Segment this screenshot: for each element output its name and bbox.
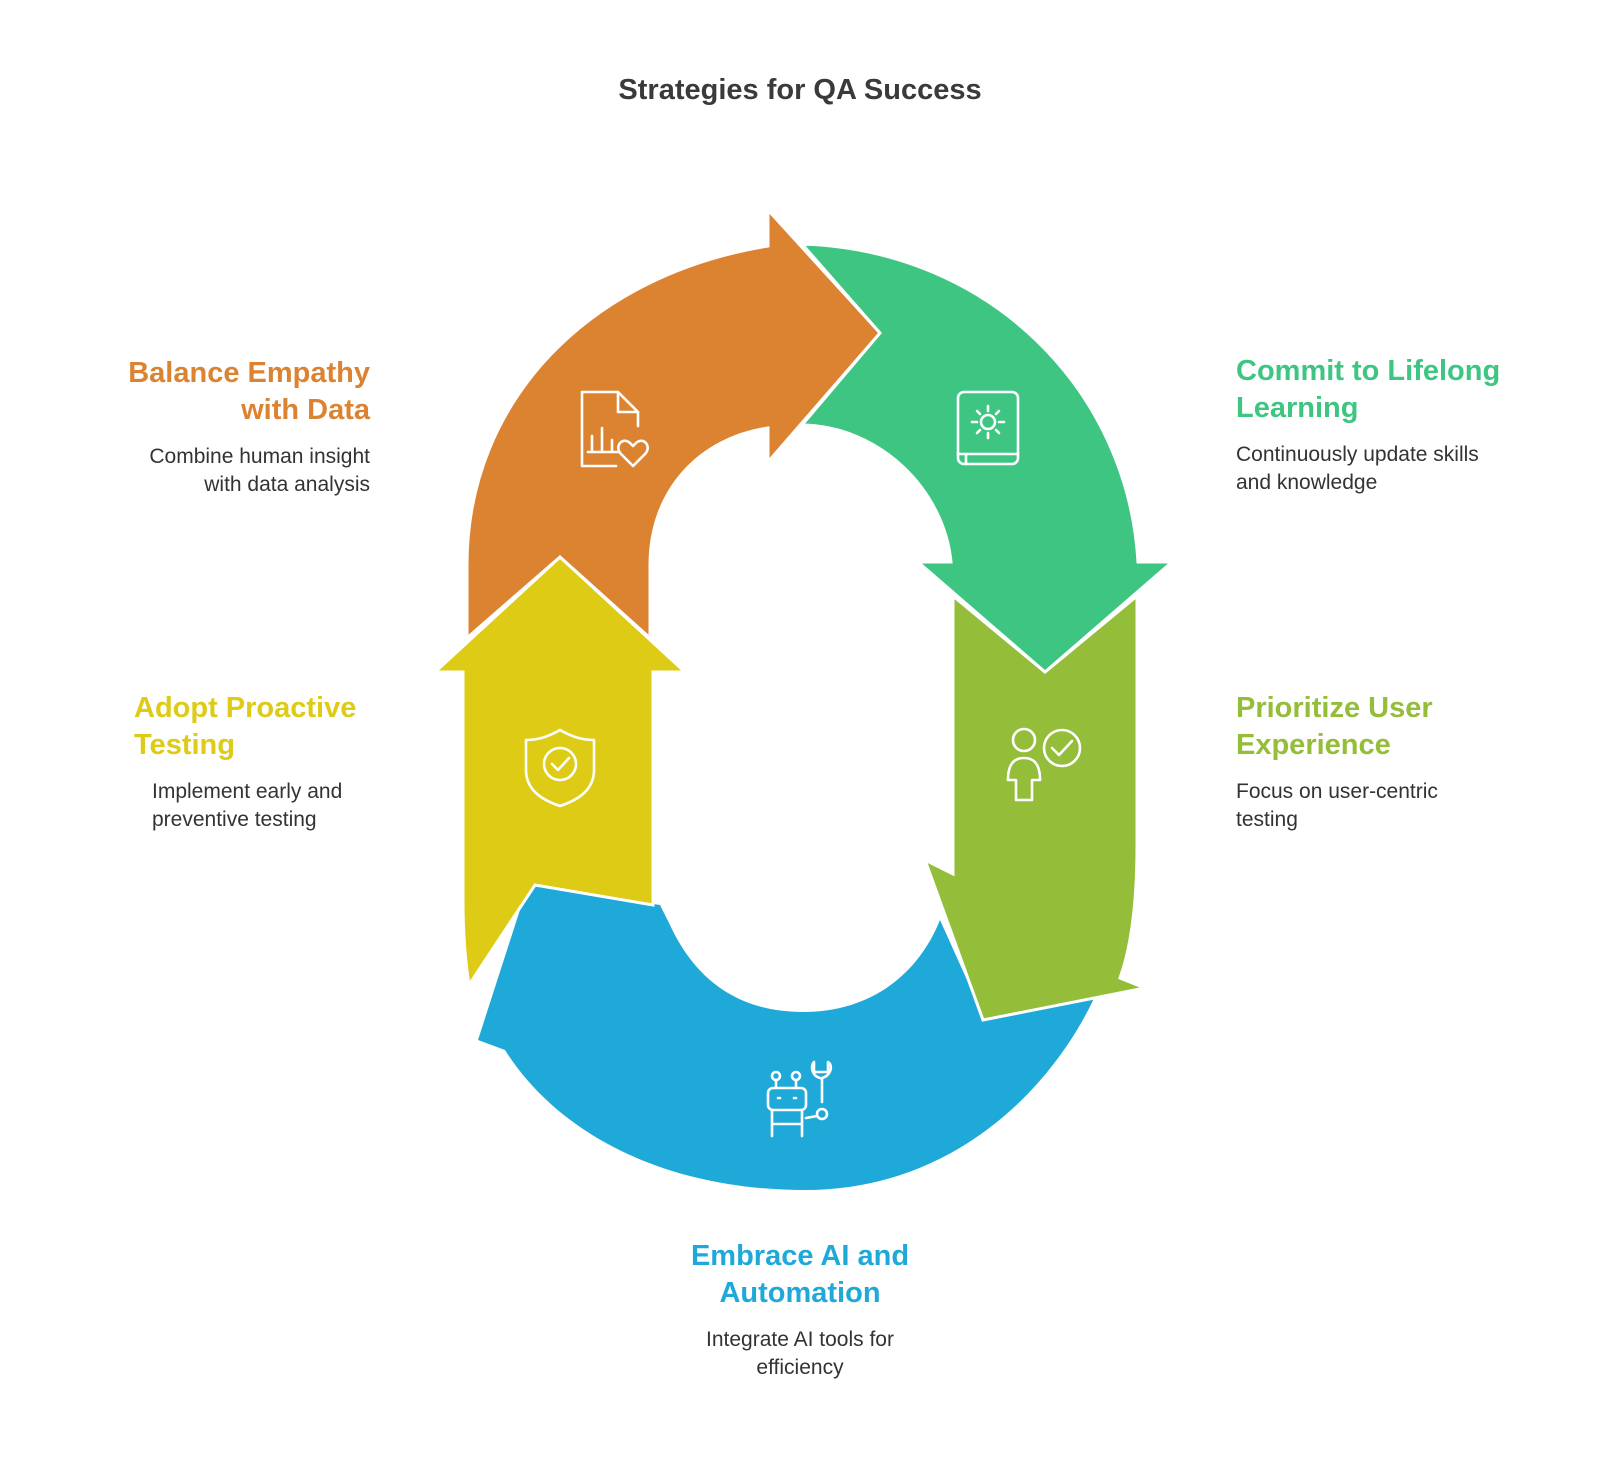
step-balance: Balance Empathy with Data Combine human … — [70, 355, 370, 499]
arrow-segment-ai — [478, 885, 1100, 1190]
step-lifelong: Commit to Lifelong Learning Continuously… — [1236, 353, 1576, 497]
step-lifelong-heading-line-1: Commit to Lifelong — [1236, 355, 1501, 387]
step-ai: Embrace AI and Automation Integrate AI t… — [640, 1238, 960, 1382]
step-proactive-heading-line-2: Testing — [134, 729, 235, 761]
step-proactive-heading-line-1: Adopt Proactive — [134, 692, 357, 724]
page-title: Strategies for QA Success — [618, 74, 982, 106]
shield-check-icon — [524, 728, 596, 808]
arrow-segment-proactive — [431, 554, 689, 990]
arrow-segment-ux — [922, 592, 1151, 1022]
step-ai-desc-line-2: efficiency — [756, 1356, 844, 1379]
step-proactive-desc-line-2: preventive testing — [152, 808, 317, 831]
robot-wrench-icon — [766, 1060, 833, 1138]
step-lifelong-desc-line-1: Continuously update skills — [1236, 443, 1479, 466]
arrow-segment-lifelong — [798, 242, 1177, 674]
arrow-segment-balance — [465, 206, 883, 642]
user-check-icon — [1006, 727, 1082, 802]
gear-book-icon — [956, 390, 1020, 466]
step-ai-heading-line-2: Automation — [719, 1277, 881, 1309]
step-lifelong-desc-line-2: and knowledge — [1236, 471, 1378, 494]
step-balance-desc-line-2: with data analysis — [204, 473, 370, 496]
step-ux-heading-line-1: Prioritize User — [1236, 692, 1433, 724]
step-ai-desc-line-1: Integrate AI tools for — [706, 1328, 894, 1351]
step-lifelong-heading-line-2: Learning — [1236, 392, 1359, 424]
step-proactive: Adopt Proactive Testing Implement early … — [134, 690, 434, 834]
step-ux: Prioritize User Experience Focus on user… — [1236, 690, 1566, 834]
step-ux-desc-line-1: Focus on user-centric — [1236, 780, 1438, 803]
step-balance-desc-line-1: Combine human insight — [149, 445, 370, 468]
step-ux-heading-line-2: Experience — [1236, 729, 1391, 761]
step-proactive-desc-line-1: Implement early and — [152, 780, 343, 803]
report-heart-icon — [580, 390, 649, 468]
step-balance-heading-line-1: Balance Empathy — [128, 357, 370, 389]
step-ux-desc-line-2: testing — [1236, 808, 1298, 831]
step-ai-heading-line-1: Embrace AI and — [690, 1240, 910, 1272]
step-balance-heading-line-2: with Data — [241, 394, 370, 426]
